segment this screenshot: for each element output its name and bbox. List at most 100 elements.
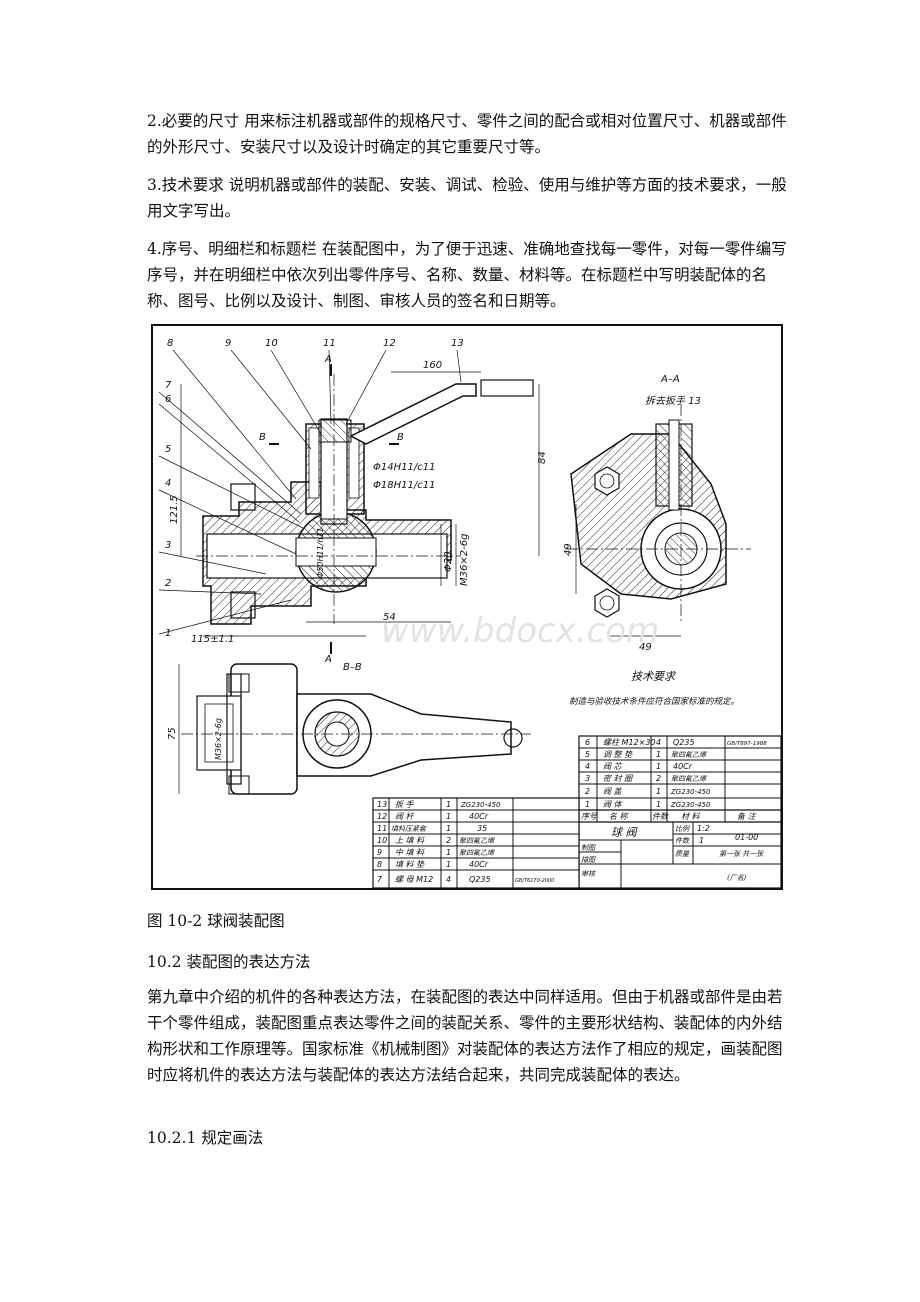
bom-r6-name: 螺柱 M12×30 — [603, 738, 656, 747]
section-heading-10-2: 10.2 装配图的表达方法 — [147, 953, 311, 971]
bom-r4-name: 阀 芯 — [603, 762, 623, 771]
bom-l7-qty: 4 — [446, 875, 451, 884]
bom-l9-no: 9 — [377, 848, 382, 857]
bom-r3-qty: 2 — [656, 774, 661, 783]
bom-l10-qty: 2 — [446, 836, 451, 845]
paragraph-expression-methods: 第九章中介绍的机件的各种表达方法，在装配图的表达中同样适用。但由于机器或部件是由… — [147, 988, 783, 1084]
balloon-8: 8 — [167, 338, 173, 349]
bom-l13-qty: 1 — [446, 800, 451, 809]
bom-r1-mat: ZG230-450 — [670, 801, 711, 809]
bom-r3-no: 3 — [585, 774, 590, 783]
bom-r6-no: 6 — [585, 738, 590, 747]
title-block-company: (厂名) — [727, 874, 747, 882]
title-block-name: 球 阀 — [611, 826, 638, 839]
bom-r1-qty: 1 — [656, 800, 661, 809]
bom-head-qty: 件数 — [652, 812, 669, 821]
bom-l10-name: 上 填 料 — [395, 836, 425, 845]
bom-l12-no: 12 — [377, 812, 387, 821]
dim-121-5: 121.5 — [169, 495, 180, 524]
bom-l7-mat: Q235 — [469, 875, 491, 884]
bom-head-no: 序号 — [581, 812, 598, 821]
bom-r4-no: 4 — [585, 762, 590, 771]
bom-text: 6 螺柱 M12×30 4 Q235 GB/T897-1988 5 调 整 垫 … — [377, 738, 767, 884]
bom-r2-no: 2 — [585, 787, 590, 796]
section-b-left: B — [259, 432, 266, 443]
bom-r5-no: 5 — [585, 750, 590, 759]
bom-l13-name: 扳 手 — [395, 800, 415, 809]
bom-head-note: 备 注 — [737, 812, 757, 821]
bom-r5-name: 调 整 垫 — [603, 750, 633, 759]
bom-l11-mat: 35 — [477, 824, 487, 833]
bom-r1-name: 阀 体 — [603, 800, 623, 809]
bom-head-name: 名 称 — [609, 812, 630, 821]
bom-r5-qty: 1 — [656, 750, 661, 759]
title-block-count-label: 件数 — [675, 837, 690, 845]
bom-table — [372, 735, 782, 889]
bom-l9-qty: 1 — [446, 848, 451, 857]
title-block-scale-label: 比例 — [675, 825, 690, 833]
side-view-a-a — [566, 404, 751, 637]
dim-m36: M36×2-6g — [459, 534, 470, 586]
bom-l8-no: 8 — [377, 860, 382, 869]
dim-54: 54 — [383, 612, 396, 623]
balloon-4: 4 — [165, 478, 171, 489]
title-block-checked: 审核 — [581, 870, 596, 878]
bom-l8-mat: 40Cr — [469, 860, 489, 869]
dim-49-vertical: 49 — [563, 543, 574, 556]
section-a-bottom: A — [324, 654, 332, 665]
bom-l9-mat: 聚四氟乙烯 — [459, 849, 495, 857]
bom-head-mat: 材 料 — [681, 812, 701, 821]
bom-r2-qty: 1 — [656, 787, 661, 796]
dim-m36-top: M36×2-6g — [214, 718, 223, 760]
removed-handle-note: 拆去扳手 13 — [645, 395, 701, 407]
bom-l12-name: 阀 杆 — [395, 812, 416, 821]
section-bb-label: B–B — [343, 662, 362, 673]
dim-phi14: Φ14H11/c11 — [373, 462, 435, 473]
bom-r6-mat: Q235 — [673, 738, 695, 747]
bom-r3-mat: 聚四氟乙烯 — [671, 775, 707, 783]
balloon-2: 2 — [165, 578, 171, 589]
tech-req-title: 技术要求 — [631, 670, 677, 683]
dim-fit: Φ50H11/h11 — [316, 527, 325, 578]
paragraph-necessary-dimensions: 2.必要的尺寸 用来标注机器或部件的规格尺寸、零件之间的配合或相对位置尺寸、机器… — [147, 112, 787, 156]
title-block-drawing-no: 01-00 — [735, 833, 758, 842]
bom-l7-name: 螺 母 M12 — [395, 875, 433, 884]
title-block-scale: 1:2 — [697, 824, 710, 833]
drawing-frame — [151, 324, 783, 890]
balloon-9: 9 — [225, 338, 231, 349]
balloon-6: 6 — [165, 394, 171, 405]
balloon-5: 5 — [165, 444, 171, 455]
front-section-view — [158, 349, 540, 654]
balloon-7: 7 — [165, 380, 172, 391]
bom-l13-mat: ZG230-450 — [460, 801, 501, 809]
bom-r2-mat: ZG230-450 — [670, 788, 711, 796]
section-heading-10-2-1: 10.2.1 规定画法 — [147, 1129, 264, 1147]
bom-l8-qty: 1 — [446, 860, 451, 869]
bom-r4-mat: 40Cr — [673, 762, 693, 771]
bom-l11-name: 填料压紧套 — [391, 825, 427, 833]
balloon-13: 13 — [451, 338, 464, 349]
balloon-12: 12 — [383, 338, 396, 349]
title-block-weight-label: 质量 — [675, 850, 690, 858]
bom-r5-mat: 聚四氟乙烯 — [671, 751, 707, 759]
dim-84: 84 — [537, 451, 548, 464]
watermark: www.bdocx.com — [381, 611, 659, 651]
bom-r2-name: 阀 盖 — [603, 787, 623, 796]
dim-phi18: Φ18H11/c11 — [373, 480, 435, 491]
balloon-3: 3 — [165, 540, 171, 551]
bom-r6-qty: 4 — [656, 738, 661, 747]
bom-l12-mat: 40Cr — [469, 812, 489, 821]
bom-r4-qty: 1 — [656, 762, 661, 771]
dim-160: 160 — [423, 360, 442, 371]
dim-75: 75 — [167, 727, 178, 740]
bom-r3-name: 密 封 圈 — [603, 774, 633, 783]
ball-valve-assembly-drawing: 8 9 10 11 12 13 7 6 5 4 3 2 1 A A B B 16… — [151, 324, 783, 890]
bom-l11-qty: 1 — [446, 824, 451, 833]
title-block-count: 1 — [699, 836, 704, 845]
figure-caption: 图 10-2 球阀装配图 — [147, 912, 285, 930]
dim-115: 115±1.1 — [191, 634, 234, 645]
dim-phi20: Φ20 — [443, 551, 454, 572]
bom-l10-mat: 聚四氟乙烯 — [459, 837, 495, 845]
bom-l11-no: 11 — [377, 824, 387, 833]
balloon-11: 11 — [323, 338, 336, 349]
